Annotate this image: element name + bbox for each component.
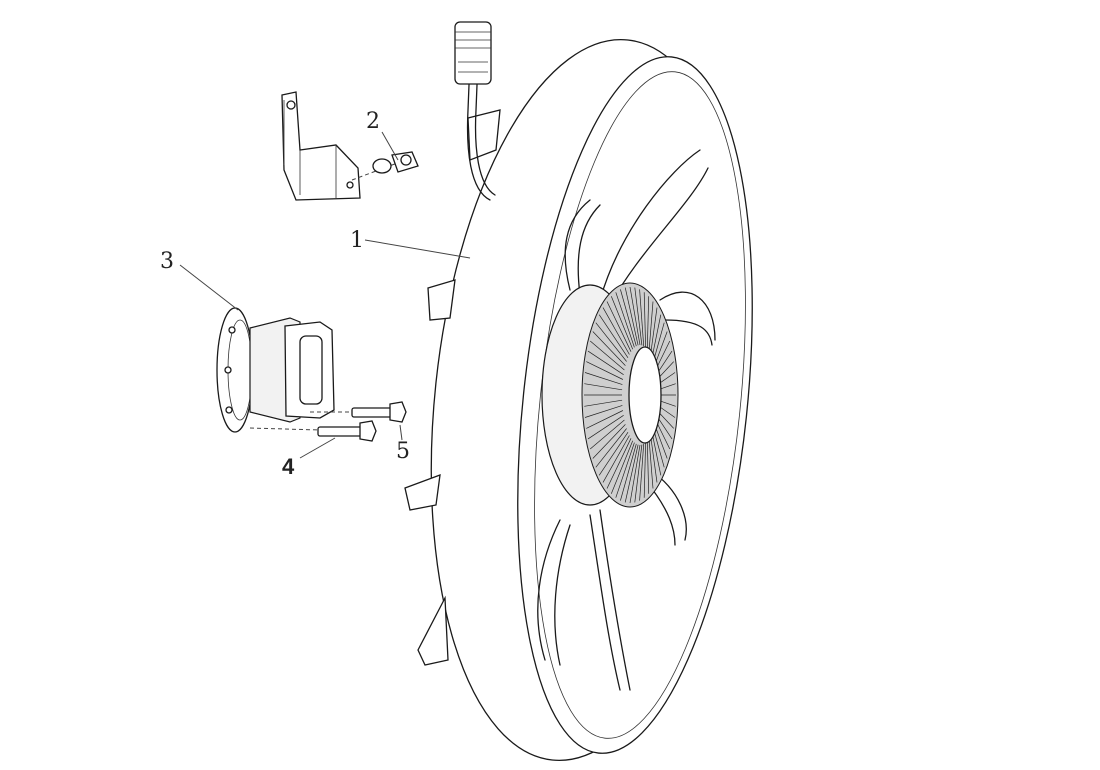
blade-tip-upper bbox=[467, 109, 501, 161]
clutch-fin bbox=[654, 331, 668, 366]
fan-blade-5 bbox=[537, 519, 571, 666]
svg-text:4: 4 bbox=[282, 454, 295, 479]
clutch-fin bbox=[602, 307, 630, 355]
clutch-fin bbox=[620, 443, 637, 501]
harness-connector bbox=[454, 21, 492, 85]
clutch-fin bbox=[651, 432, 662, 476]
mounting-bracket bbox=[281, 91, 361, 201]
callout-5: 5 bbox=[396, 424, 410, 464]
clutch-fin bbox=[584, 383, 623, 391]
clutch-fin bbox=[654, 424, 668, 459]
fan-blade-4 bbox=[589, 509, 631, 691]
clutch-fin bbox=[648, 438, 654, 489]
clutch-fin bbox=[634, 444, 643, 503]
clutch-fin bbox=[629, 286, 641, 346]
fan-blade-6 bbox=[564, 199, 601, 296]
clutch-fin bbox=[595, 322, 627, 362]
fan-hub-adapter bbox=[216, 307, 335, 433]
callout-2: 2 bbox=[366, 109, 399, 161]
long-bolt bbox=[249, 420, 377, 442]
connector-ridges bbox=[455, 31, 491, 73]
callout-4: 4 bbox=[282, 437, 336, 479]
clutch-fin bbox=[610, 296, 634, 350]
clutch-fin bbox=[624, 444, 639, 503]
wiring-harness-2 bbox=[474, 59, 496, 196]
clutch-fin bbox=[584, 405, 623, 418]
svg-text:1: 1 bbox=[350, 228, 364, 253]
clutch-fin bbox=[606, 301, 632, 352]
clutch-fin bbox=[648, 301, 654, 352]
fan-blade-2 bbox=[659, 291, 716, 346]
clutch-fin bbox=[589, 419, 625, 450]
clutch-fin bbox=[592, 331, 626, 366]
clutch-fin bbox=[653, 428, 665, 468]
clutch-fin bbox=[629, 444, 641, 504]
clutch-fin bbox=[595, 428, 627, 468]
clutch-fin bbox=[598, 432, 629, 476]
clutch-fin bbox=[592, 424, 626, 459]
shroud-inner-lip bbox=[534, 71, 746, 739]
clutch-fin bbox=[646, 296, 650, 350]
clutch-fin bbox=[620, 289, 637, 347]
clutch-fin bbox=[646, 440, 650, 494]
clutch-fin bbox=[584, 372, 623, 385]
blade-tip-lower bbox=[417, 595, 449, 666]
clutch-fin bbox=[639, 289, 645, 347]
clutch-fin bbox=[643, 442, 646, 498]
blade-tip-left-1 bbox=[427, 279, 456, 321]
svg-text:3: 3 bbox=[160, 249, 174, 274]
clutch-fin bbox=[634, 287, 643, 346]
clutch-fin bbox=[650, 307, 658, 355]
callout-1: 1 bbox=[350, 228, 471, 259]
clutch-fin bbox=[610, 440, 634, 494]
clutch-fin bbox=[584, 399, 623, 407]
clutch-fin bbox=[586, 361, 624, 380]
clutch-fin bbox=[650, 435, 658, 483]
clutch-fin bbox=[624, 287, 639, 346]
clutch-fin bbox=[598, 314, 629, 358]
wiring-harness bbox=[466, 59, 491, 201]
clutch-fin bbox=[589, 340, 625, 371]
clutch-fin bbox=[639, 443, 645, 501]
clutch-fin bbox=[643, 292, 646, 348]
clutch-fin bbox=[587, 350, 624, 375]
clutch-fin bbox=[653, 322, 665, 362]
short-bolt bbox=[310, 401, 407, 423]
clutch-fin bbox=[587, 415, 624, 440]
callout-3: 3 bbox=[160, 249, 239, 311]
clutch-fin bbox=[615, 442, 635, 498]
svg-text:2: 2 bbox=[366, 109, 380, 134]
clutch-fin bbox=[586, 410, 624, 429]
fan-assembly bbox=[404, 21, 753, 762]
svg-text:5: 5 bbox=[396, 439, 410, 464]
clutch-fin bbox=[651, 314, 662, 358]
clutch-fin bbox=[606, 438, 632, 489]
clutch-fin bbox=[615, 292, 635, 348]
blade-tip-left-2 bbox=[404, 474, 441, 511]
clutch-center-cap bbox=[628, 346, 662, 444]
sensor-clip bbox=[351, 151, 419, 181]
clutch-fin bbox=[602, 435, 630, 483]
